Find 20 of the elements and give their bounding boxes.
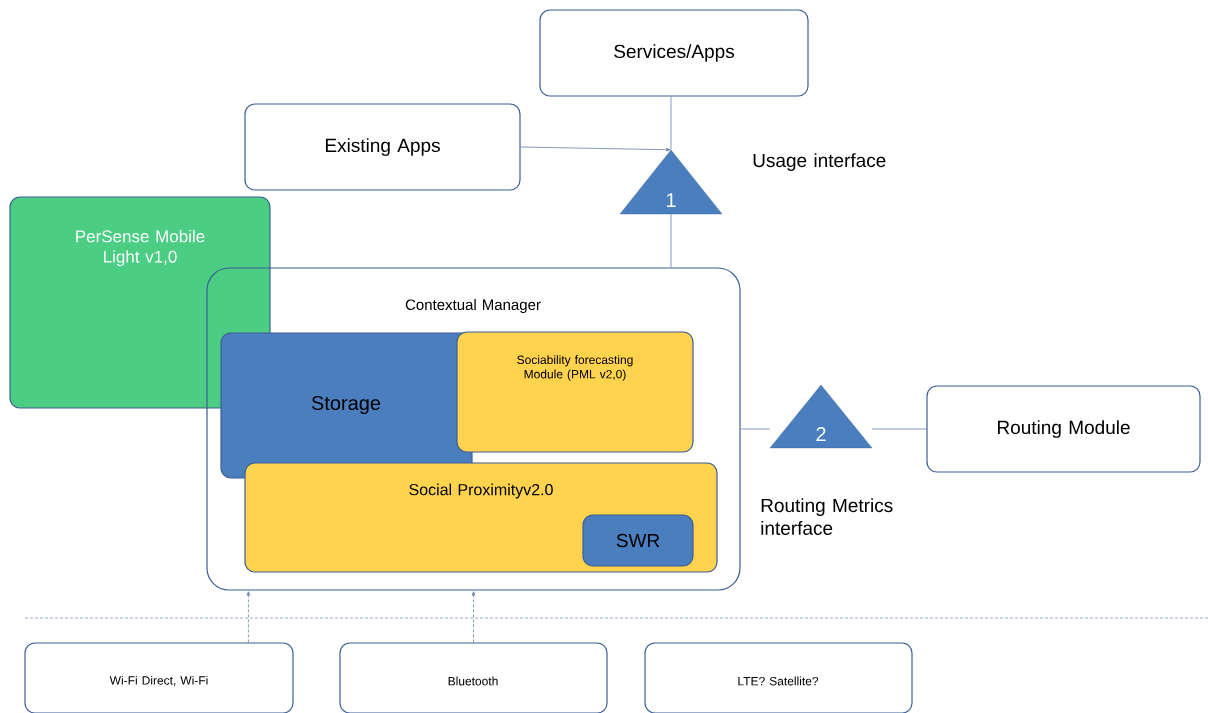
module-box: PerSense Mobile Light v1,0 (9, 196, 271, 409)
swr-box: SWR (582, 514, 694, 567)
connector-line (740, 428, 771, 430)
services-box: Services/Apps (539, 9, 809, 97)
network-box: Bluetooth (339, 642, 608, 713)
routing-box: Routing Module (926, 385, 1201, 473)
interface-label: Routing Metrics interface (761, 498, 893, 535)
apps-box: Existing Apps (244, 103, 521, 191)
connector-line (670, 213, 672, 268)
connector-line (670, 96, 672, 151)
forecasting-box: Sociability forecasting Module (PML v2,0) (456, 331, 694, 453)
network-box: Wi-Fi Direct, Wi-Fi (24, 642, 294, 713)
connector-line (246, 591, 251, 643)
connector-line (871, 428, 927, 430)
interface-triangle: 1 (619, 149, 723, 215)
interface-triangle: 2 (769, 384, 873, 449)
connector-line (471, 591, 476, 643)
network-box: LTE? Satellite? (644, 642, 913, 713)
connector-line (520, 146, 671, 152)
interface-label: Usage interface (753, 153, 886, 171)
